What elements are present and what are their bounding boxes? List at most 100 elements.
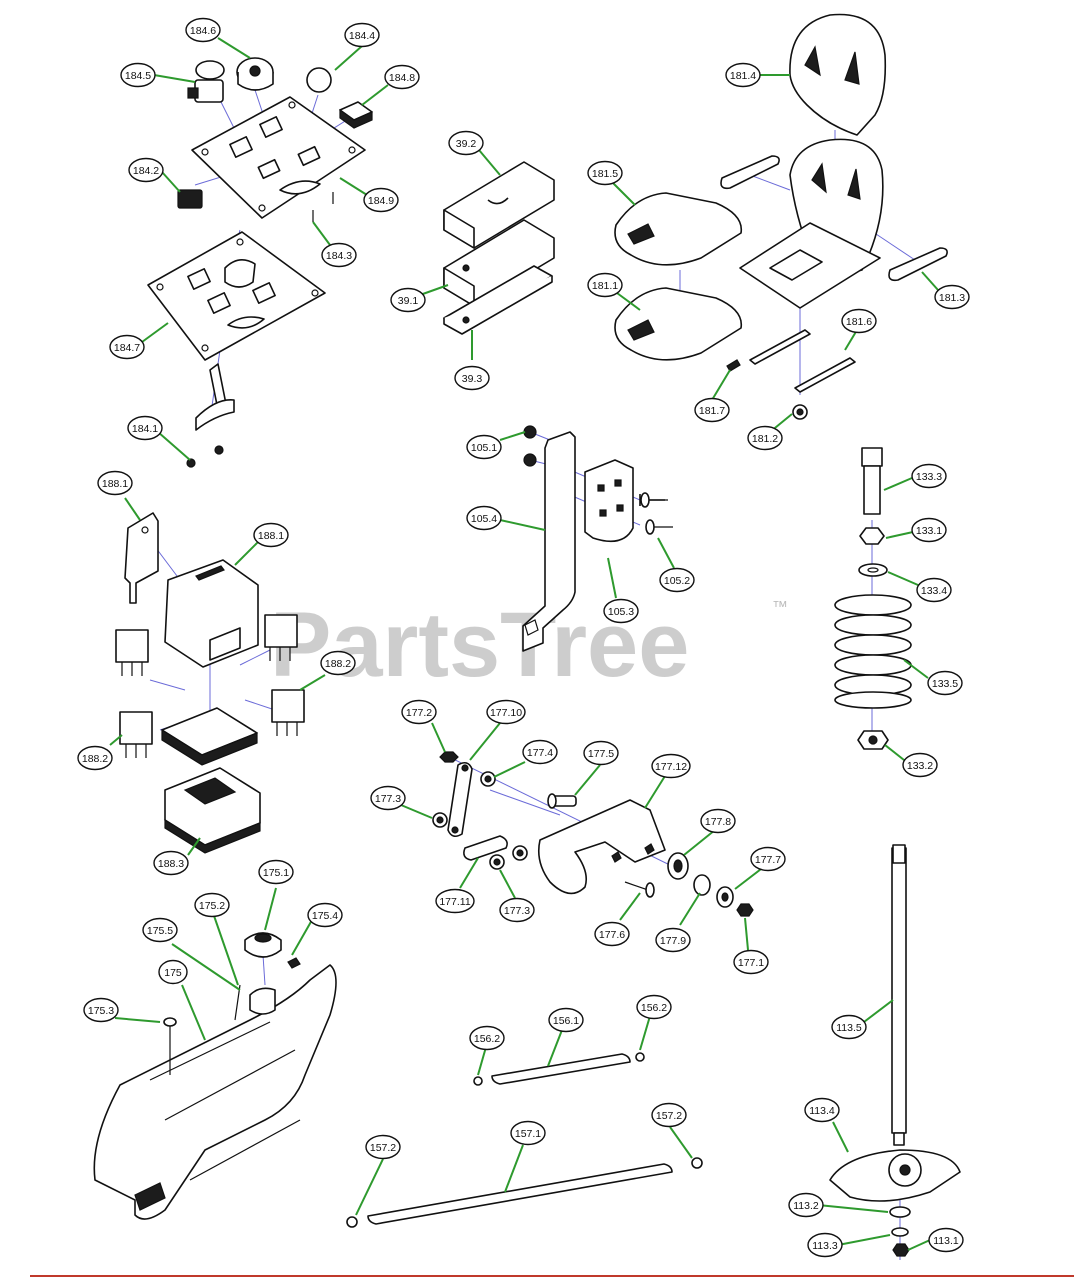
relay-b [264,614,298,648]
callout-184-4: 184.4 [344,22,380,48]
callout-label: 177.6 [599,929,625,941]
callout-184-9: 184.9 [363,187,399,213]
callout-bubble [700,808,736,834]
callout-bubble [655,927,691,953]
callout-bubble [401,699,437,725]
callout-bubble [603,598,639,624]
callout-175-1: 175.1 [258,859,294,885]
callout-177-6: 177.6 [594,921,630,947]
coil-spring [834,594,912,709]
rods-group [346,1052,703,1228]
callout-184-1: 184.1 [127,415,163,441]
callout-label: 177.9 [660,935,686,947]
callout-bubble [902,752,938,778]
callout-label: 181.4 [730,70,756,82]
callout-label: 188.3 [158,858,184,870]
callout-label: 177.7 [755,854,781,866]
callout-bubble [928,1227,964,1253]
watermark-tm: ™ [772,599,788,616]
callout-113-5: 113.5 [831,1014,867,1040]
callout-105-4: 105.4 [466,505,502,531]
callout-bubble [120,62,156,88]
callout-113-3: 113.3 [807,1232,843,1258]
callout-bubble [97,470,133,496]
callout-156-2a: 156.2 [469,1025,505,1051]
callout-181-5: 181.5 [587,160,623,186]
callout-label: 156.2 [474,1033,500,1045]
callout-177-3a: 177.3 [370,785,406,811]
callout-bubble [636,994,672,1020]
callout-bubble [469,1025,505,1051]
callout-label: 156.1 [553,1015,579,1027]
linkage-group [432,751,754,917]
callout-label: 184.5 [125,70,151,82]
callout-181-4: 181.4 [725,62,761,88]
fuel-cap [244,932,282,958]
callout-113-1: 113.1 [928,1227,964,1253]
callout-label: 184.2 [133,165,159,177]
callout-181-7: 181.7 [694,397,730,423]
callout-184-3: 184.3 [321,242,357,268]
callout-156-2b: 156.2 [636,994,672,1020]
relay-c [119,711,153,745]
callout-bubble [486,699,526,725]
callout-bubble [435,888,475,914]
callout-bubble [153,850,189,876]
callout-label: 175.4 [312,910,338,922]
callout-bubble [307,902,343,928]
control-arm [537,799,666,895]
callout-133-1: 133.1 [911,517,947,543]
callout-bubble [128,157,164,183]
spring-bolt [861,447,883,467]
callout-bubble [927,670,963,696]
fuel-tank [93,964,337,1220]
callout-177-3b: 177.3 [499,897,535,923]
callout-bubble [466,505,502,531]
callout-bubble [258,859,294,885]
callout-bubble [916,577,952,603]
switch-plate-group [147,57,373,468]
callout-133-4: 133.4 [916,577,952,603]
callout-label: 177.8 [705,816,731,828]
spring-group [834,447,912,750]
callout-113-4: 113.4 [804,1097,840,1123]
callout-133-2: 133.2 [902,752,938,778]
callout-label: 181.6 [846,316,872,328]
callout-133-5: 133.5 [927,670,963,696]
callout-157-1: 157.1 [510,1120,546,1146]
callout-181-1: 181.1 [587,272,623,298]
callout-label: 113.1 [933,1235,959,1247]
callout-label: 177.4 [527,747,553,759]
callout-188-2b: 188.2 [77,745,113,771]
callout-181-2: 181.2 [747,425,783,451]
callout-label: 39.3 [462,373,483,385]
seat-group [614,13,948,420]
callout-177-4: 177.4 [522,739,558,765]
callout-label: 39.1 [398,295,419,307]
callout-bubble [651,753,691,779]
callout-184-8: 184.8 [384,64,420,90]
upper-switch-plate [191,96,366,219]
callout-bubble [587,272,623,298]
callout-184-6: 184.6 [185,17,221,43]
callout-157-2b: 157.2 [651,1102,687,1128]
callout-bubble [725,62,761,88]
link-plate [463,835,508,861]
callout-175: 175 [158,959,188,985]
callout-39-3: 39.3 [454,365,490,391]
seat-cushion-upper [614,192,743,266]
rod-157 [367,1163,673,1225]
callout-bubble [804,1097,840,1123]
callout-bubble [788,1192,824,1218]
seat-back-cushion [789,13,887,136]
shaft-group [829,844,961,1260]
callout-bubble [320,650,356,676]
bracket-plate [584,459,634,543]
callout-bubble [841,308,877,334]
callout-label: 133.4 [921,585,947,597]
callout-label: 177.12 [655,761,687,773]
callout-181-6: 181.6 [841,308,877,334]
callout-label: 157.2 [370,1142,396,1154]
